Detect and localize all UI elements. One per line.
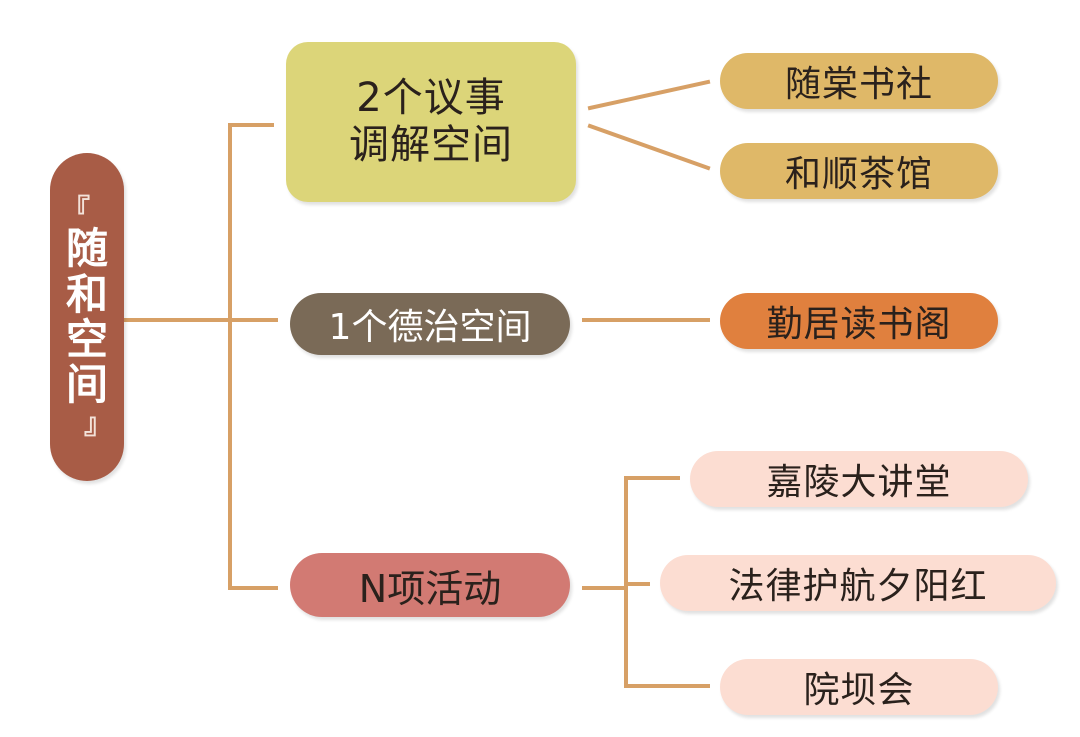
- root-char: 空: [65, 315, 108, 364]
- leaf-label: 和顺茶馆: [784, 154, 933, 195]
- leaf-jialing-lecture: 嘉陵大讲堂: [690, 451, 1028, 507]
- branch-moral-space: 1个德治空间: [290, 293, 570, 355]
- root-char: 和: [65, 269, 108, 319]
- root-open-bracket: 『: [62, 193, 91, 227]
- leaf-label: 法律护航夕阳红: [728, 566, 988, 607]
- leaf-qinju-reading-pavilion: 勤居读书阁: [720, 293, 998, 349]
- root-title: 随 和 空 间: [65, 224, 108, 410]
- branch-mediation-line-2: 调解空间: [349, 122, 513, 168]
- branch-mediation-line-1: 2个议事: [356, 74, 506, 121]
- root-char: 随: [65, 224, 108, 274]
- connector-to-suitang: [587, 79, 711, 111]
- branch-activities: N项活动: [290, 553, 570, 617]
- branch-activities-label: N项活动: [358, 566, 502, 611]
- leaf-label: 院坝会: [803, 670, 915, 711]
- branch-moral-label: 1个德治空间: [328, 307, 532, 348]
- leaf-legal-escort-seniors: 法律护航夕阳红: [660, 555, 1056, 611]
- branch-mediation-space: 2个议事 调解空间: [286, 42, 576, 202]
- leaf-suitang-book-club: 随棠书社: [720, 53, 998, 109]
- leaf-label: 随棠书社: [784, 64, 933, 105]
- leaf-heshun-teahouse: 和顺茶馆: [720, 143, 998, 199]
- root-node-suihe-space: 『 随 和 空 间 』: [50, 153, 124, 481]
- root-char: 间: [65, 360, 108, 410]
- connector-to-heshun: [587, 123, 711, 171]
- leaf-courtyard-meeting: 院坝会: [720, 659, 998, 715]
- leaf-label: 勤居读书阁: [766, 304, 952, 345]
- leaf-label: 嘉陵大讲堂: [766, 462, 952, 503]
- root-close-bracket: 』: [83, 406, 112, 440]
